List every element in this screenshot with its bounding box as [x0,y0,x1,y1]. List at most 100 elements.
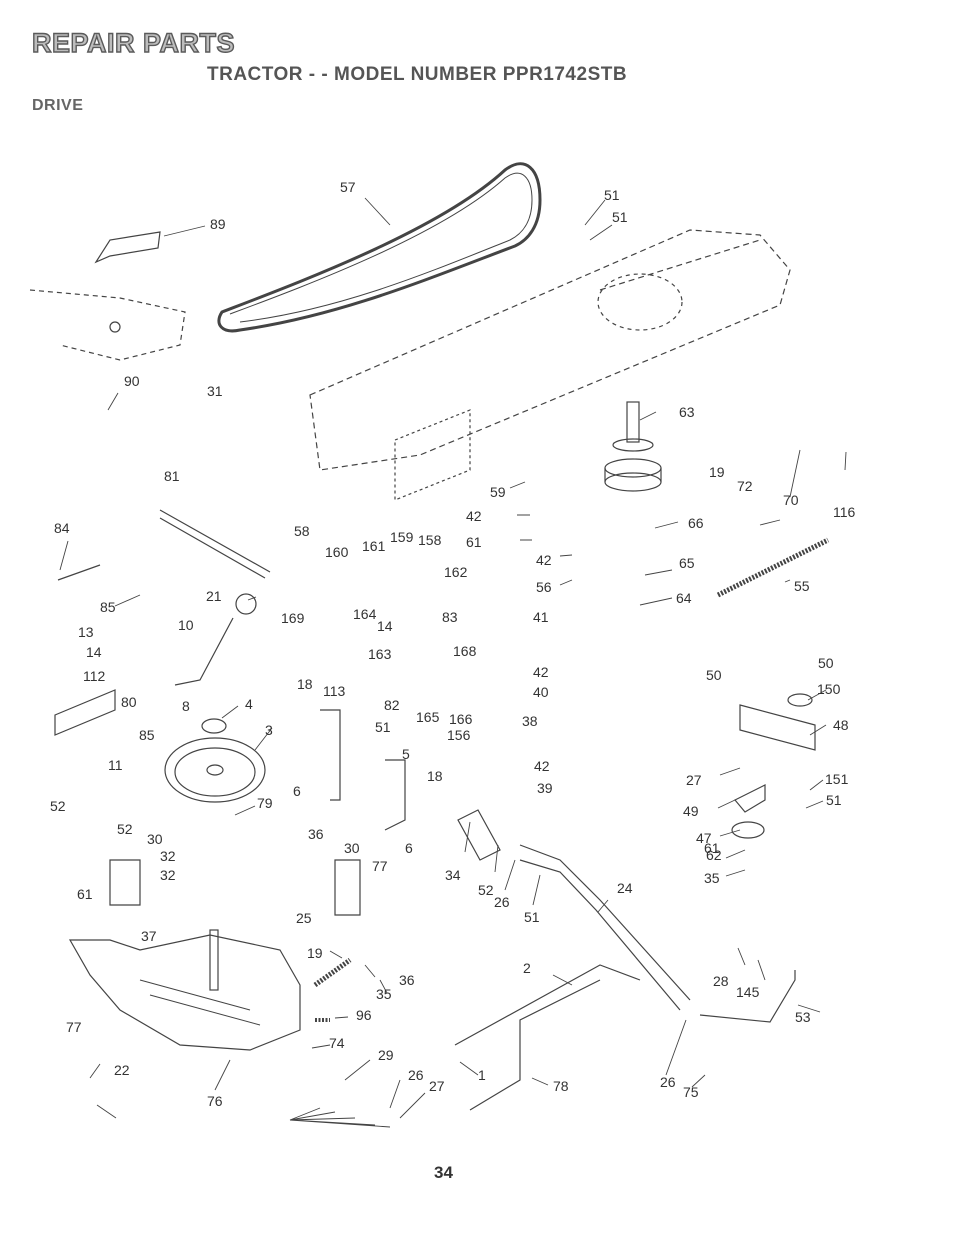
part-callout-29: 29 [378,1047,394,1063]
part-callout-61: 61 [77,886,93,902]
part-callout-57: 57 [340,179,356,195]
part-callout-83: 83 [442,609,458,625]
part-callout-5: 5 [402,746,410,762]
part-callout-47: 47 [696,830,712,846]
part-callout-56: 56 [536,579,552,595]
tractor-frame [309,229,791,471]
part-callout-150: 150 [817,681,841,697]
part-callout-50: 50 [818,655,834,671]
part-callout-36: 36 [399,972,415,988]
part-callout-51: 51 [612,209,628,225]
part-callout-58: 58 [294,523,310,539]
part-callout-39: 39 [537,780,553,796]
part-callout-50: 50 [706,667,722,683]
part-callout-2: 2 [523,960,531,976]
part-callout-159: 159 [390,529,414,545]
part-callout-89: 89 [210,216,226,232]
part-callout-51: 51 [375,719,391,735]
part-callout-41: 41 [533,609,549,625]
part-callout-11: 11 [108,757,123,773]
part-callout-28: 28 [713,973,729,989]
part-callout-169: 169 [281,610,305,626]
part-callout-31: 31 [207,383,223,399]
part-callout-62: 62 [706,847,722,863]
part-callout-4: 4 [245,696,253,712]
part-callout-36: 36 [308,826,324,842]
part-callout-113: 113 [323,683,346,699]
part-callout-48: 48 [833,717,849,733]
part-callout-82: 82 [384,697,400,713]
part-callout-40: 40 [533,684,549,700]
part-callout-13: 13 [78,624,94,640]
part-callout-14: 14 [377,618,393,634]
part-callout-14: 14 [86,644,102,660]
part-callout-42: 42 [536,552,552,568]
part-callout-18: 18 [427,768,443,784]
part-callout-163: 163 [368,646,392,662]
part-callout-49: 49 [683,803,699,819]
part-callout-32: 32 [160,848,176,864]
part-callout-42: 42 [466,508,482,524]
part-callout-166: 166 [449,711,473,727]
part-callout-42: 42 [534,758,550,774]
part-callout-85: 85 [139,727,155,743]
part-callout-27: 27 [429,1078,445,1094]
part-callout-1: 1 [478,1067,486,1083]
part-callout-75: 75 [683,1084,699,1100]
part-callout-6: 6 [293,783,301,799]
part-callout-151: 151 [825,771,849,787]
section-label: DRIVE [32,97,84,114]
part-callout-84: 84 [54,520,70,536]
part-callout-90: 90 [124,373,140,389]
part-callout-27: 27 [686,772,702,788]
part-callout-34: 34 [445,867,461,883]
part-callout-51: 51 [524,909,540,925]
part-callout-61: 61 [466,534,482,550]
part-callout-30: 30 [147,831,163,847]
part-callout-32: 32 [160,867,176,883]
pulley-shaft-63 [626,401,640,443]
part-callout-80: 80 [121,694,137,710]
part-callout-77: 77 [66,1019,82,1035]
shaft-34 [519,844,691,1011]
part-callout-37: 37 [141,928,157,944]
drive-belt [217,162,542,333]
part-callout-63: 63 [679,404,695,420]
part-callout-79: 79 [257,795,273,811]
part-callout-168: 168 [453,643,477,659]
part-callout-38: 38 [522,713,538,729]
part-callout-145: 145 [736,984,760,1000]
part-callout-21: 21 [206,588,222,604]
part-callout-26: 26 [660,1074,676,1090]
part-callout-42: 42 [533,664,549,680]
part-callout-70: 70 [783,492,799,508]
part-callout-164: 164 [353,606,377,622]
spring-55 [716,537,830,598]
part-callout-161: 161 [362,538,386,554]
part-callout-165: 165 [416,709,440,725]
part-callout-26: 26 [494,894,510,910]
part-callout-156: 156 [447,727,471,743]
bracket-89 [94,231,161,264]
part-callout-10: 10 [178,617,194,633]
bracket-48 [739,704,816,751]
part-callout-8: 8 [182,698,190,714]
part-callout-19: 19 [709,464,725,480]
part-callout-30: 30 [344,840,360,856]
part-callout-24: 24 [617,880,633,896]
part-callout-77: 77 [372,858,388,874]
part-callout-96: 96 [356,1007,372,1023]
part-callout-18: 18 [297,676,313,692]
pulley-3 [164,737,266,803]
part-callout-162: 162 [444,564,468,580]
model-subtitle: TRACTOR - - MODEL NUMBER PPR1742STB [207,64,628,85]
part-callout-6: 6 [405,840,413,856]
part-callout-25: 25 [296,910,312,926]
part-callout-64: 64 [676,590,692,606]
part-callout-116: 116 [833,504,856,520]
part-callout-35: 35 [704,870,720,886]
part-callout-78: 78 [553,1078,569,1094]
page-number: 34 [434,1163,453,1182]
part-callout-53: 53 [795,1009,811,1025]
